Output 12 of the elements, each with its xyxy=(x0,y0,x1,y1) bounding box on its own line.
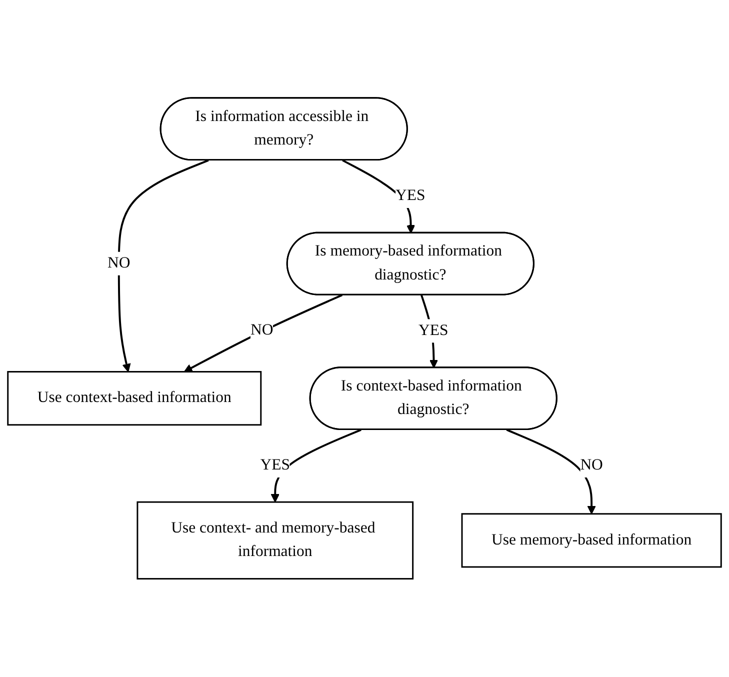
edge-label: YES xyxy=(418,322,448,339)
arrow xyxy=(506,429,596,514)
node-box: Use context- and memory-based information xyxy=(136,502,414,580)
edge-label: YES xyxy=(260,457,290,474)
edge-label: NO xyxy=(250,322,274,339)
node-box: Use context-based information xyxy=(7,371,262,426)
edge-label: NO xyxy=(108,254,130,272)
node-box: Use memory-based information xyxy=(461,513,722,568)
edge-label: YES xyxy=(396,188,426,204)
arrow xyxy=(184,294,343,372)
edge-label: NO xyxy=(580,457,603,474)
arrow xyxy=(118,160,209,372)
